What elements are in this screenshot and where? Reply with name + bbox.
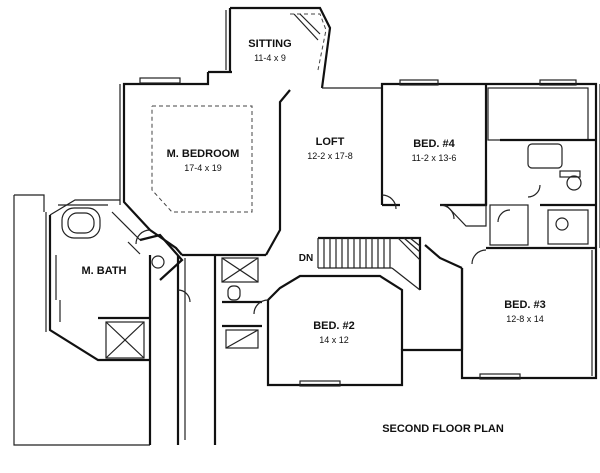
master-bath-fixtures — [55, 204, 184, 359]
interior-walls — [55, 13, 596, 359]
room-size-bed4: 11-2 x 13-6 — [412, 153, 457, 163]
room-master-bedroom: M. BEDROOM 17-4 x 19 — [167, 148, 240, 173]
room-name-bed2: BED. #2 — [313, 320, 355, 332]
exterior-walls — [13, 6, 600, 446]
room-name-bed3: BED. #3 — [504, 299, 546, 311]
room-bed3: BED. #3 12-8 x 14 — [504, 299, 546, 324]
room-sitting: SITTING 11-4 x 9 — [248, 38, 291, 63]
room-name-loft: LOFT — [316, 136, 345, 148]
room-bed2: BED. #2 14 x 12 — [313, 320, 355, 345]
room-size-master-bedroom: 17-4 x 19 — [184, 163, 222, 173]
staircase — [317, 236, 422, 291]
room-size-bed3: 12-8 x 14 — [506, 314, 544, 324]
room-size-loft: 12-2 x 17-8 — [307, 151, 353, 161]
room-size-bed2: 14 x 12 — [319, 335, 349, 345]
room-loft: LOFT 12-2 x 17-8 — [307, 136, 353, 161]
room-name-master-bath: M. BATH — [81, 265, 126, 277]
room-name-bed4: BED. #4 — [413, 138, 455, 150]
stair-direction-label: DN — [299, 253, 313, 264]
room-master-bath: M. BATH — [81, 265, 126, 277]
room-bed4: BED. #4 11-2 x 13-6 — [412, 138, 457, 163]
room-name-sitting: SITTING — [248, 38, 291, 50]
room-size-sitting: 11-4 x 9 — [254, 53, 286, 63]
plan-title: SECOND FLOOR PLAN — [382, 423, 504, 435]
room-name-master-bedroom: M. BEDROOM — [167, 148, 240, 160]
